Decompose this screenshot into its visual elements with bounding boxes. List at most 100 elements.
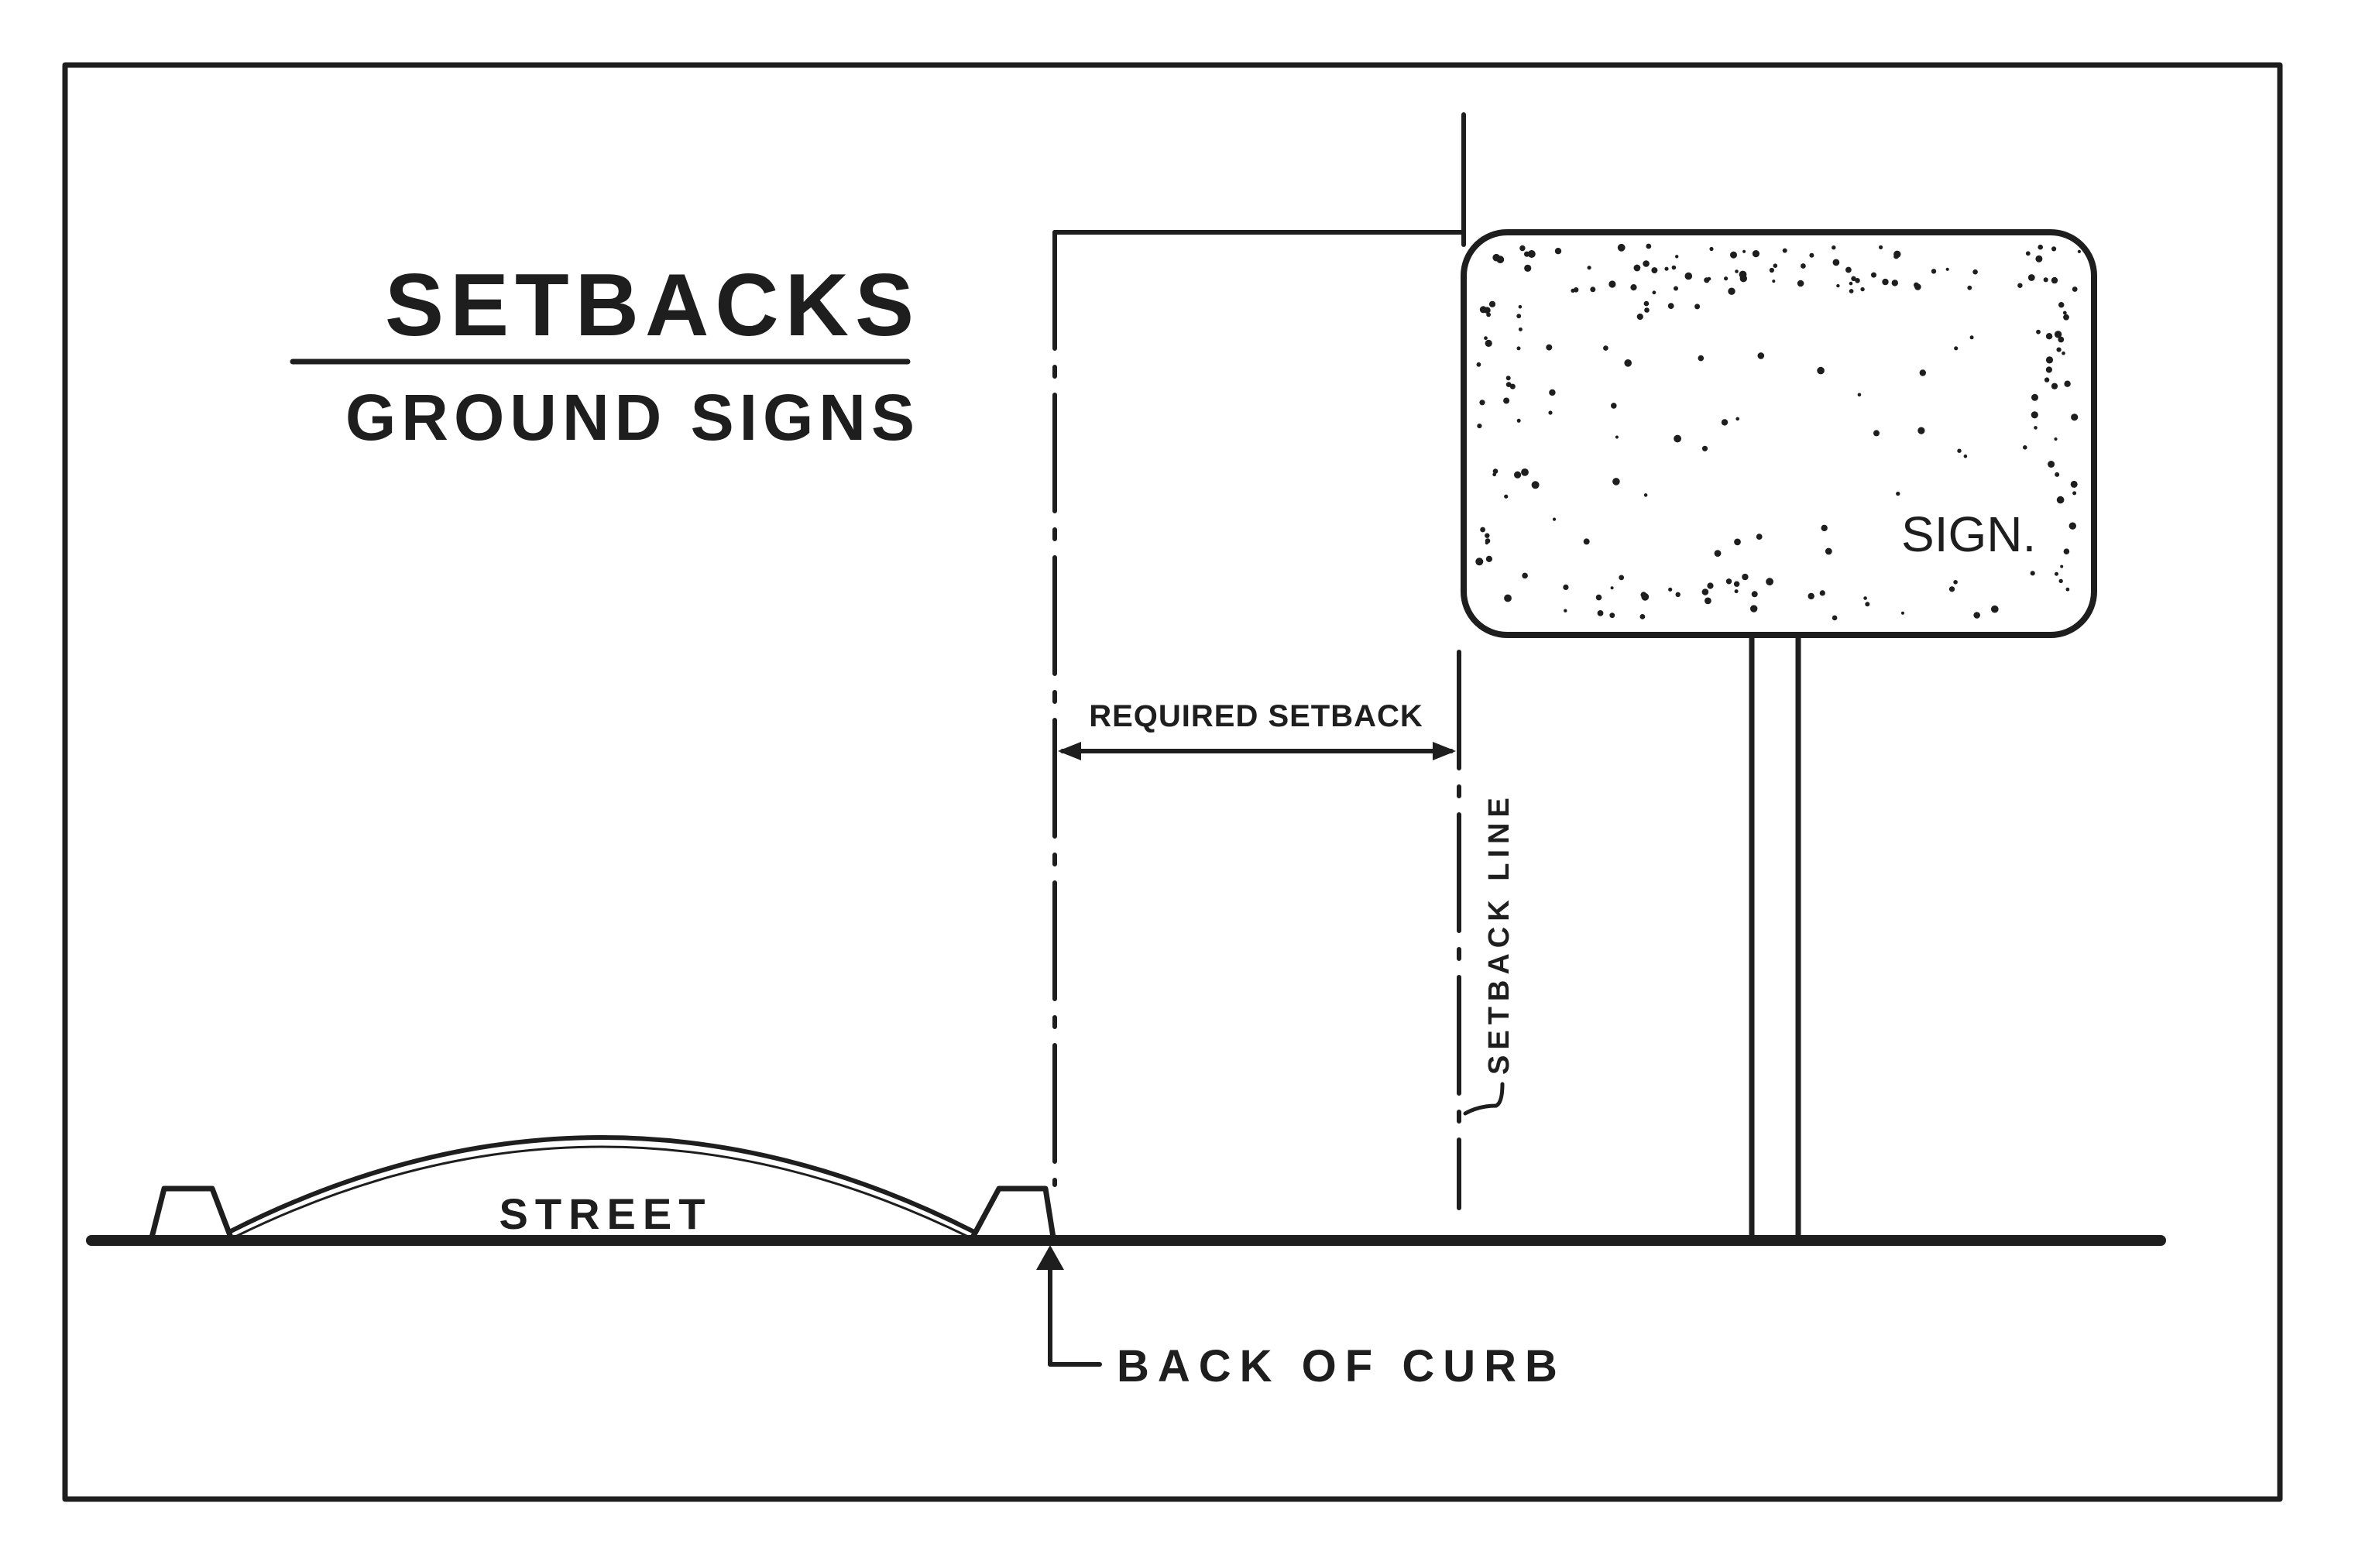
stipple-dot xyxy=(1475,558,1484,566)
stipple-dot xyxy=(1479,400,1485,406)
stipple-dot xyxy=(1619,575,1625,581)
stipple-dot xyxy=(1675,592,1681,597)
stipple-dot xyxy=(1492,468,1499,474)
stipple-dot xyxy=(1756,534,1763,540)
stipple-dot xyxy=(2045,356,2054,364)
stipple-dot xyxy=(1516,314,1522,319)
stipple-dot xyxy=(2072,286,2078,292)
diagram-subtitle: GROUND SIGNS xyxy=(345,381,920,454)
stipple-dot xyxy=(1644,307,1650,313)
stipple-dot xyxy=(1583,538,1590,545)
stipple-dot xyxy=(2038,244,2043,250)
stipple-dot xyxy=(1503,397,1510,404)
stipple-dot xyxy=(2051,276,2058,284)
stipple-dot xyxy=(1752,250,1759,258)
stipple-dot xyxy=(1728,287,1735,295)
stipple-dot xyxy=(1546,344,1553,351)
stipple-dot xyxy=(2035,255,2043,262)
stipple-dot xyxy=(1615,435,1619,439)
stipple-dot xyxy=(1948,586,1955,592)
stipple-dot xyxy=(1667,303,1674,309)
stipple-dot xyxy=(1611,403,1617,409)
stipple-dot xyxy=(1514,471,1522,479)
stipple-dot xyxy=(1705,597,1711,605)
stipple-dot xyxy=(1896,491,1900,496)
back-of-curb-arrow-icon xyxy=(1036,1245,1064,1270)
required-setback-label: REQUIRED SETBACK xyxy=(1089,699,1423,733)
stipple-dot xyxy=(2070,480,2078,488)
stipple-dot xyxy=(1735,269,1739,273)
stipple-dot xyxy=(1612,478,1620,485)
stipple-dot xyxy=(1674,434,1682,443)
stipple-dot xyxy=(1624,359,1632,367)
stipple-dot xyxy=(1714,550,1722,557)
stipple-dot xyxy=(2031,393,2038,401)
stipple-dot xyxy=(1742,249,1746,253)
stipple-dot xyxy=(2017,283,2023,288)
stipple-dot xyxy=(2071,413,2079,421)
sign-stipple-texture xyxy=(1475,243,2081,621)
stipple-dot xyxy=(1646,243,1652,249)
stipple-dot xyxy=(1488,300,1496,307)
stipple-dot xyxy=(1919,369,1926,376)
stipple-dot xyxy=(1643,300,1650,307)
stipple-dot xyxy=(1973,612,1980,619)
stipple-dot xyxy=(1608,280,1616,288)
stipple-dot xyxy=(1704,277,1710,283)
stipple-dot xyxy=(1917,427,1925,434)
stipple-dot xyxy=(2072,491,2077,496)
stipple-dot xyxy=(1931,269,1937,274)
stipple-dot xyxy=(1590,286,1596,293)
stipple-dot xyxy=(1630,284,1637,291)
stipple-dot xyxy=(1914,283,1921,290)
right-curb xyxy=(970,1185,1056,1240)
stipple-dot xyxy=(1573,287,1579,293)
stipple-dot xyxy=(1563,584,1569,591)
stipple-dot xyxy=(1701,588,1709,595)
stipple-dot xyxy=(2027,274,2035,281)
stipple-dot xyxy=(2045,333,2053,340)
stipple-dot xyxy=(1698,355,1705,362)
stipple-dot xyxy=(1527,250,1536,258)
stipple-dot xyxy=(1832,615,1838,621)
stipple-dot xyxy=(2068,522,2076,530)
stipple-dot xyxy=(1849,289,1854,293)
stipple-dot xyxy=(1863,596,1867,600)
stipple-dot xyxy=(1651,267,1658,274)
stipple-dot xyxy=(1516,346,1521,351)
stipple-dot xyxy=(1477,424,1482,429)
stipple-dot xyxy=(1972,269,1978,275)
stipple-dot xyxy=(2044,377,2050,383)
stipple-dot xyxy=(1730,251,1737,259)
stipple-dot xyxy=(2056,496,2065,504)
stipple-dot xyxy=(1991,605,1999,613)
setback-line-label: SETBACK LINE xyxy=(1483,792,1516,1075)
street-crown xyxy=(228,1135,975,1233)
stipple-dot xyxy=(2055,472,2060,477)
dimension-arrow-left-icon xyxy=(1058,742,1081,760)
street-crown-inner xyxy=(232,1145,971,1239)
stipple-dot xyxy=(1652,290,1656,295)
stipple-dot xyxy=(1739,275,1747,283)
stipple-dot xyxy=(2030,571,2035,576)
stipple-dot xyxy=(1707,582,1714,589)
stipple-dot xyxy=(1636,313,1643,321)
stipple-dot xyxy=(2062,351,2065,355)
stipple-dot xyxy=(1496,256,1505,264)
stipple-dot xyxy=(1849,281,1853,286)
stipple-dot xyxy=(1832,259,1840,266)
stipple-dot xyxy=(1524,264,1532,272)
stipple-dot xyxy=(1825,547,1832,555)
stipple-dot xyxy=(1724,276,1729,281)
stipple-dot xyxy=(2054,437,2058,441)
stipple-dot xyxy=(1603,345,1608,351)
outer-frame xyxy=(62,62,2283,1502)
stipple-dot xyxy=(1857,393,1862,397)
stipple-dot xyxy=(1671,265,1677,270)
stipple-dot xyxy=(2064,380,2071,387)
stipple-dot xyxy=(1797,280,1804,287)
stipple-dot xyxy=(1865,602,1870,607)
stipple-dot xyxy=(1891,280,1898,286)
stipple-dot xyxy=(1809,252,1814,258)
